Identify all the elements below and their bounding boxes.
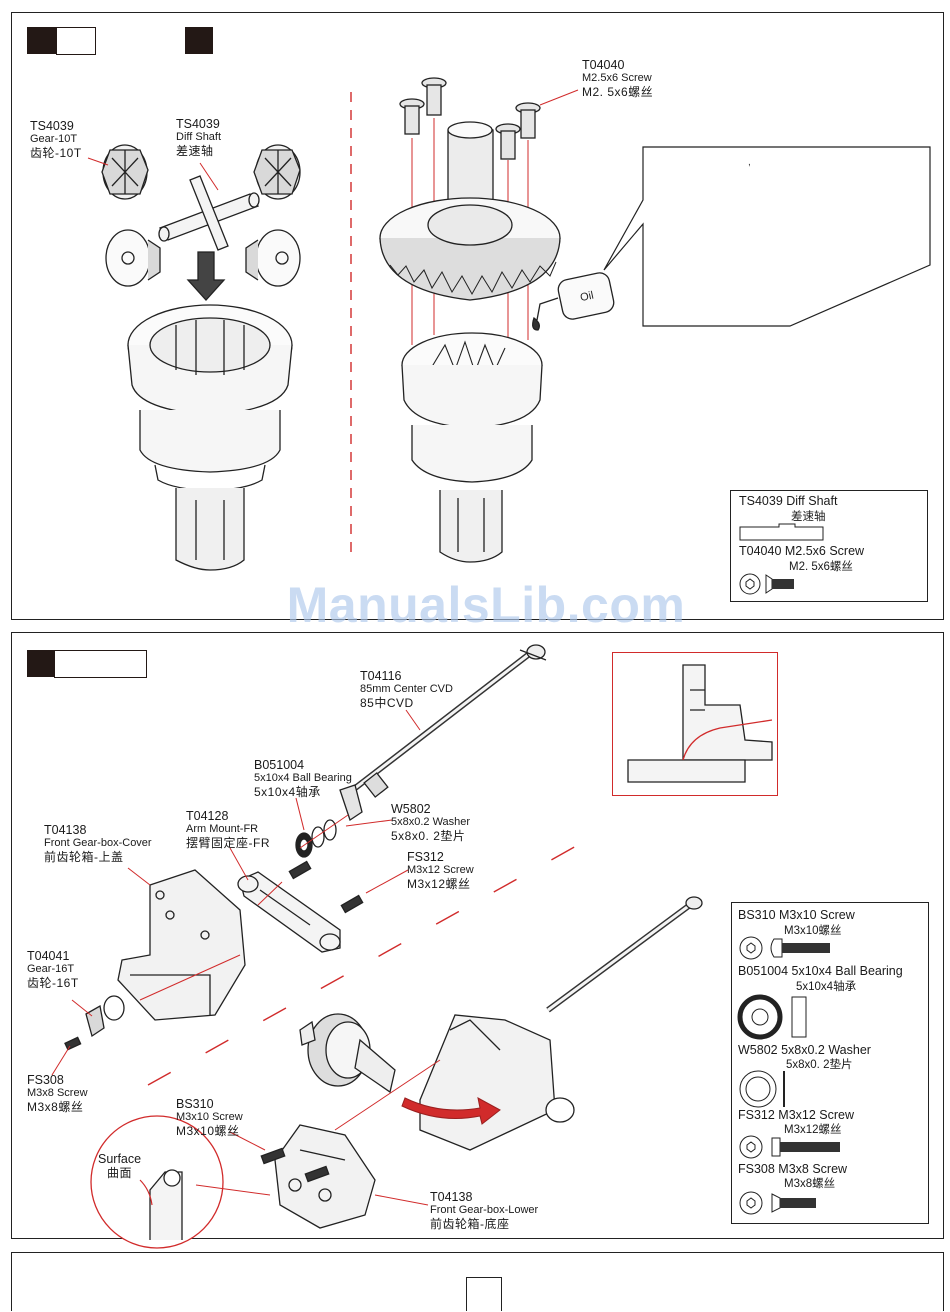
insert-arrow-icon xyxy=(186,251,226,301)
legend-b051004-cn: 5x10x4轴承 xyxy=(796,981,857,993)
legend-bs310-icon xyxy=(739,936,830,960)
ring-gear-assembly xyxy=(379,121,561,301)
label-fs312-screw: FS312 M3x12 Screw M3x12螺丝 xyxy=(407,850,474,891)
legend-bearing-icon xyxy=(737,994,807,1040)
legend-ts4039-title: TS4039 Diff Shaft xyxy=(739,494,838,508)
step2-parts-legend: BS310 M3x10 Screw M3x10螺丝 B051004 5x10x4… xyxy=(731,902,929,1224)
fs312-screws xyxy=(288,860,364,914)
gear-10t-part-d xyxy=(245,229,301,287)
gear-10t-part xyxy=(101,144,149,200)
legend-b051004-title: B051004 5x10x4 Ball Bearing xyxy=(738,964,903,978)
legend-fs308-title: FS308 M3x8 Screw xyxy=(738,1162,848,1176)
arm-mount-fr-part xyxy=(237,871,341,953)
legend-w5802-title: W5802 5x8x0.2 Washer xyxy=(738,1043,871,1057)
label-b051004-bearing: B051004 5x10x4 Ball Bearing 5x10x4轴承 xyxy=(254,758,352,799)
page-number-box xyxy=(466,1277,502,1311)
callout-marks: , xyxy=(748,157,751,168)
surface-detail-circle xyxy=(90,1115,224,1249)
label-t04138-cover: T04138 Front Gear-box-Cover 前齿轮箱-上盖 xyxy=(44,823,152,864)
step1-parts-legend: TS4039 Diff Shaft 差速轴 T04040 M2.5x6 Scre… xyxy=(730,490,928,602)
label-t04040-screw: T04040 M2.5x6 Screw M2. 5x6螺丝 xyxy=(582,58,654,99)
install-arrow-icon xyxy=(401,1097,501,1125)
legend-bs310-title: BS310 M3x10 Screw xyxy=(738,908,855,922)
legend-washer-icon xyxy=(739,1070,785,1108)
bs310-screws xyxy=(260,1147,330,1183)
step2-number-block xyxy=(27,650,55,677)
front-gearbox-cover-part xyxy=(117,869,246,1021)
step2-title-box xyxy=(54,650,147,678)
diff-case-left xyxy=(127,304,293,571)
label-bs310-screw: BS310 M3x10 Screw M3x10螺丝 xyxy=(176,1097,243,1138)
label-t04128-arm-mount: T04128 Arm Mount-FR 摆臂固定座-FR xyxy=(186,809,270,850)
legend-fs308-cn: M3x8螺丝 xyxy=(784,1178,836,1190)
center-cvd-part xyxy=(339,644,547,822)
label-t04041-gear: T04041 Gear-16T 齿轮-16T xyxy=(27,949,79,990)
step1-leader-lines xyxy=(87,89,579,191)
legend-diff-shaft-icon xyxy=(739,523,824,541)
legend-w5802-cn: 5x8x0. 2垫片 xyxy=(786,1059,853,1071)
label-t04138-lower: T04138 Front Gear-box-Lower 前齿轮箱-底座 xyxy=(430,1190,539,1231)
legend-fs312-cn: M3x12螺丝 xyxy=(784,1124,842,1136)
step2-leader-lines xyxy=(51,709,441,1206)
oil-text: Oil xyxy=(579,290,595,305)
legend-fs312-icon xyxy=(739,1135,840,1159)
inset-arm-mount xyxy=(627,664,773,783)
legend-t04040-title: T04040 M2.5x6 Screw xyxy=(739,544,865,558)
step1-illustration: Oil , xyxy=(101,77,931,571)
gear-10t-part-b xyxy=(253,144,301,200)
label-gear-10t: TS4039 Gear-10T 齿轮-10T xyxy=(30,119,82,160)
legend-t04040-cn: M2. 5x6螺丝 xyxy=(789,561,853,573)
gear-16t-part xyxy=(64,995,125,1051)
legend-ts4039-cn: 差速轴 xyxy=(791,511,826,523)
inset-detail-box xyxy=(612,652,778,796)
label-t04116-cvd: T04116 85mm Center CVD 85中CVD xyxy=(360,669,453,710)
oil-bottle-icon xyxy=(532,272,615,331)
step1-number-block xyxy=(27,27,57,54)
diff-case-right xyxy=(401,332,543,563)
label-w5802-washer: W5802 5x8x0.2 Washer 5x8x0. 2垫片 xyxy=(391,802,471,843)
legend-bs310-cn: M3x10螺丝 xyxy=(784,925,842,937)
diff-shaft-part xyxy=(158,175,260,251)
front-gearbox-lower-part xyxy=(274,1124,376,1229)
step2-divider xyxy=(147,844,579,1086)
watermark-text: ManualsLib.com xyxy=(286,577,686,633)
label-fs308-screw: FS308 M3x8 Screw M3x8螺丝 xyxy=(27,1073,88,1114)
gear-10t-part-c xyxy=(105,229,161,287)
bearing-washer-stack xyxy=(295,814,349,858)
t04040-screws xyxy=(399,77,541,160)
diff-ring-gear-part xyxy=(299,1013,396,1094)
step1-sub-block xyxy=(185,27,213,54)
step1-title-box xyxy=(56,27,96,55)
oil-callout-box xyxy=(603,146,931,327)
legend-screw-icon xyxy=(739,573,794,595)
legend-fs312-title: FS312 M3x12 Screw xyxy=(738,1108,855,1122)
label-surface: Surface 曲面 xyxy=(98,1152,142,1180)
legend-fs308-icon xyxy=(739,1191,816,1215)
label-diff-shaft: TS4039 Diff Shaft 差速轴 xyxy=(176,117,222,158)
